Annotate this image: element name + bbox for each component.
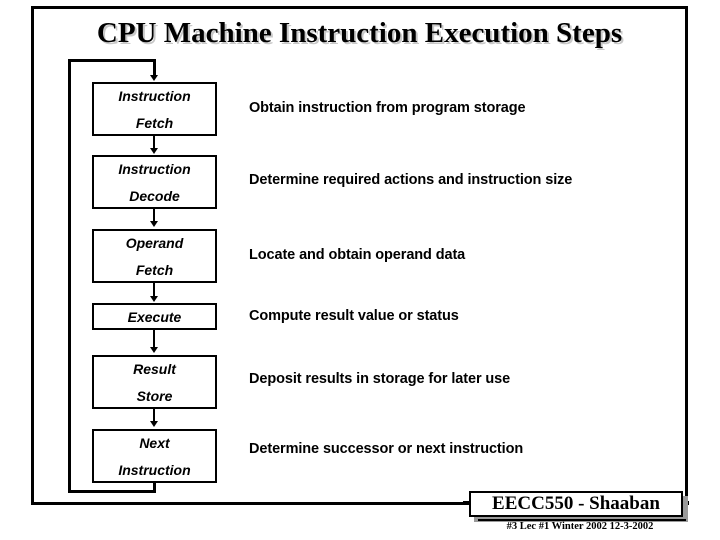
page-title: CPU Machine Instruction Execution Steps [96, 17, 623, 49]
description-result-store: Deposit results in storage for later use [249, 371, 511, 387]
arrowhead-next [150, 421, 158, 427]
flow-box-line2: Fetch [135, 261, 174, 278]
loop-segment-down-to-fetch [153, 59, 156, 76]
connector-result-to-next [153, 409, 155, 422]
description-next-instruction: Determine successor or next instruction [249, 441, 524, 457]
footer-credit: #3 Lec #1 Winter 2002 12-3-2002 [506, 521, 654, 532]
loop-segment-top [68, 59, 156, 62]
description-operand-fetch: Locate and obtain operand data [249, 247, 466, 263]
loop-segment-left [68, 59, 71, 493]
flow-box-line2: Store [136, 387, 173, 404]
flow-box-line2: Decode [129, 187, 180, 204]
connector-fetch-to-decode [153, 136, 155, 149]
flow-box-line1: Next [139, 434, 170, 451]
description-execute: Compute result value or status [249, 308, 459, 324]
flow-box-line2: Fetch [135, 114, 174, 131]
flow-box-next-instruction[interactable]: Next Instruction [92, 429, 217, 483]
slide-frame [31, 6, 688, 505]
badge-tab-left [463, 501, 471, 505]
flow-box-result-store[interactable]: Result Store [92, 355, 217, 409]
loop-segment-bottom [68, 490, 156, 493]
flow-box-line2: Instruction [118, 461, 191, 478]
arrowhead-result [150, 347, 158, 353]
arrowhead-decode [150, 148, 158, 154]
footer-divider [478, 519, 686, 521]
description-instruction-decode: Determine required actions and instructi… [249, 172, 573, 188]
connector-operand-to-execute [153, 283, 155, 297]
description-instruction-fetch: Obtain instruction from program storage [249, 100, 526, 116]
flow-box-line1: Execute [127, 308, 182, 325]
flow-box-line1: Result [133, 360, 176, 377]
loop-arrowhead [150, 75, 158, 81]
flow-box-line1: Instruction [118, 87, 191, 104]
flow-box-instruction-decode[interactable]: Instruction Decode [92, 155, 217, 209]
flow-box-execute[interactable]: Execute [92, 303, 217, 330]
flow-box-line1: Instruction [118, 160, 191, 177]
loop-segment-stub [153, 483, 156, 493]
flow-box-line1: Operand [125, 234, 184, 251]
connector-decode-to-operand [153, 209, 155, 222]
arrowhead-execute [150, 296, 158, 302]
connector-execute-to-result [153, 330, 155, 348]
flow-box-operand-fetch[interactable]: Operand Fetch [92, 229, 217, 283]
arrowhead-operand [150, 221, 158, 227]
course-badge: EECC550 - Shaaban [469, 491, 683, 517]
flow-box-instruction-fetch[interactable]: Instruction Fetch [92, 82, 217, 136]
